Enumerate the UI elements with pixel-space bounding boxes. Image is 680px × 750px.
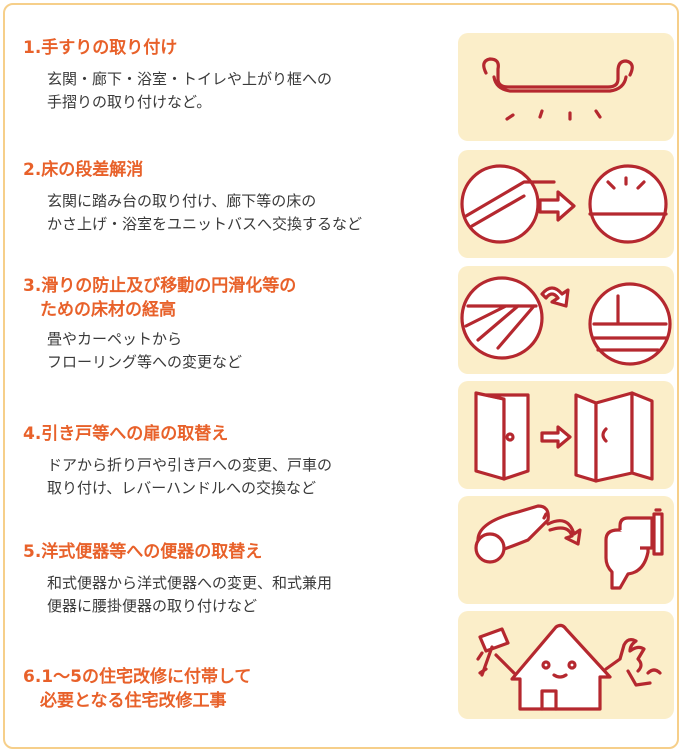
item-description: 和式便器から洋式便器への変更、和式兼用 便器に腰掛便器の取り付けなど	[23, 572, 433, 618]
floor-step-icon	[458, 150, 674, 258]
item-description: 玄関・廊下・浴室・トイレや上がり框への 手摺りの取り付けなど。	[23, 68, 433, 114]
description-line: ドアから折り戸や引き戸への変更、戸車の	[47, 456, 333, 474]
description-line: フローリング等への変更など	[47, 353, 243, 371]
title-line: ための床材の経高	[23, 300, 176, 320]
description-line: かさ上げ・浴室をユニットバスへ交換するなど	[47, 215, 363, 233]
item-description: 畳やカーペットから フローリング等への変更など	[23, 328, 433, 374]
description-line: 玄関・廊下・浴室・トイレや上がり框への	[47, 70, 333, 88]
description-line: 便器に腰掛便器の取り付けなど	[47, 597, 258, 615]
title-line: 6.1〜5の住宅改修に付帯して	[23, 667, 252, 687]
item-description: ドアから折り戸や引き戸への変更、戸車の 取り付け、レバーハンドルへの交換など	[23, 454, 433, 500]
item-floor-step: 2.床の段差解消 玄関に踏み台の取り付け、廊下等の床の かさ上げ・浴室をユニット…	[23, 158, 433, 236]
description-line: 畳やカーペットから	[47, 330, 183, 348]
item-handrail: 1.手すりの取り付け 玄関・廊下・浴室・トイレや上がり框への 手摺りの取り付けな…	[23, 36, 433, 114]
item-description: 玄関に踏み台の取り付け、廊下等の床の かさ上げ・浴室をユニットバスへ交換するなど	[23, 190, 433, 236]
item-house-repair: 6.1〜5の住宅改修に付帯して 必要となる住宅改修工事	[23, 665, 433, 713]
handrail-icon	[458, 33, 674, 141]
title-line: 3.滑りの防止及び移動の円滑化等の	[23, 276, 297, 296]
item-title: 1.手すりの取り付け	[23, 38, 178, 58]
house-repair-icon	[458, 611, 674, 719]
item-title: 5.洋式便器等への便器の取替え	[23, 542, 263, 562]
description-line: 手摺りの取り付けなど。	[47, 93, 212, 111]
description-line: 玄関に踏み台の取り付け、廊下等の床の	[47, 192, 317, 210]
flooring-icon	[458, 266, 674, 374]
toilet-icon	[458, 496, 674, 604]
item-flooring: 3.滑りの防止及び移動の円滑化等の ための床材の経高 畳やカーペットから フロー…	[23, 274, 433, 374]
description-line: 和式便器から洋式便器への変更、和式兼用	[47, 574, 333, 592]
description-line: 取り付け、レバーハンドルへの交換など	[47, 479, 316, 497]
door-icon	[458, 381, 674, 489]
title-line: 必要となる住宅改修工事	[23, 691, 227, 711]
item-door: 4.引き戸等への扉の取替え ドアから折り戸や引き戸への変更、戸車の 取り付け、レ…	[23, 422, 433, 500]
item-toilet: 5.洋式便器等への便器の取替え 和式便器から洋式便器への変更、和式兼用 便器に腰…	[23, 540, 433, 618]
item-title: 4.引き戸等への扉の取替え	[23, 424, 229, 444]
item-title: 2.床の段差解消	[23, 160, 144, 180]
item-title: 6.1〜5の住宅改修に付帯して 必要となる住宅改修工事	[23, 665, 433, 713]
item-title: 3.滑りの防止及び移動の円滑化等の ための床材の経高	[23, 274, 433, 322]
